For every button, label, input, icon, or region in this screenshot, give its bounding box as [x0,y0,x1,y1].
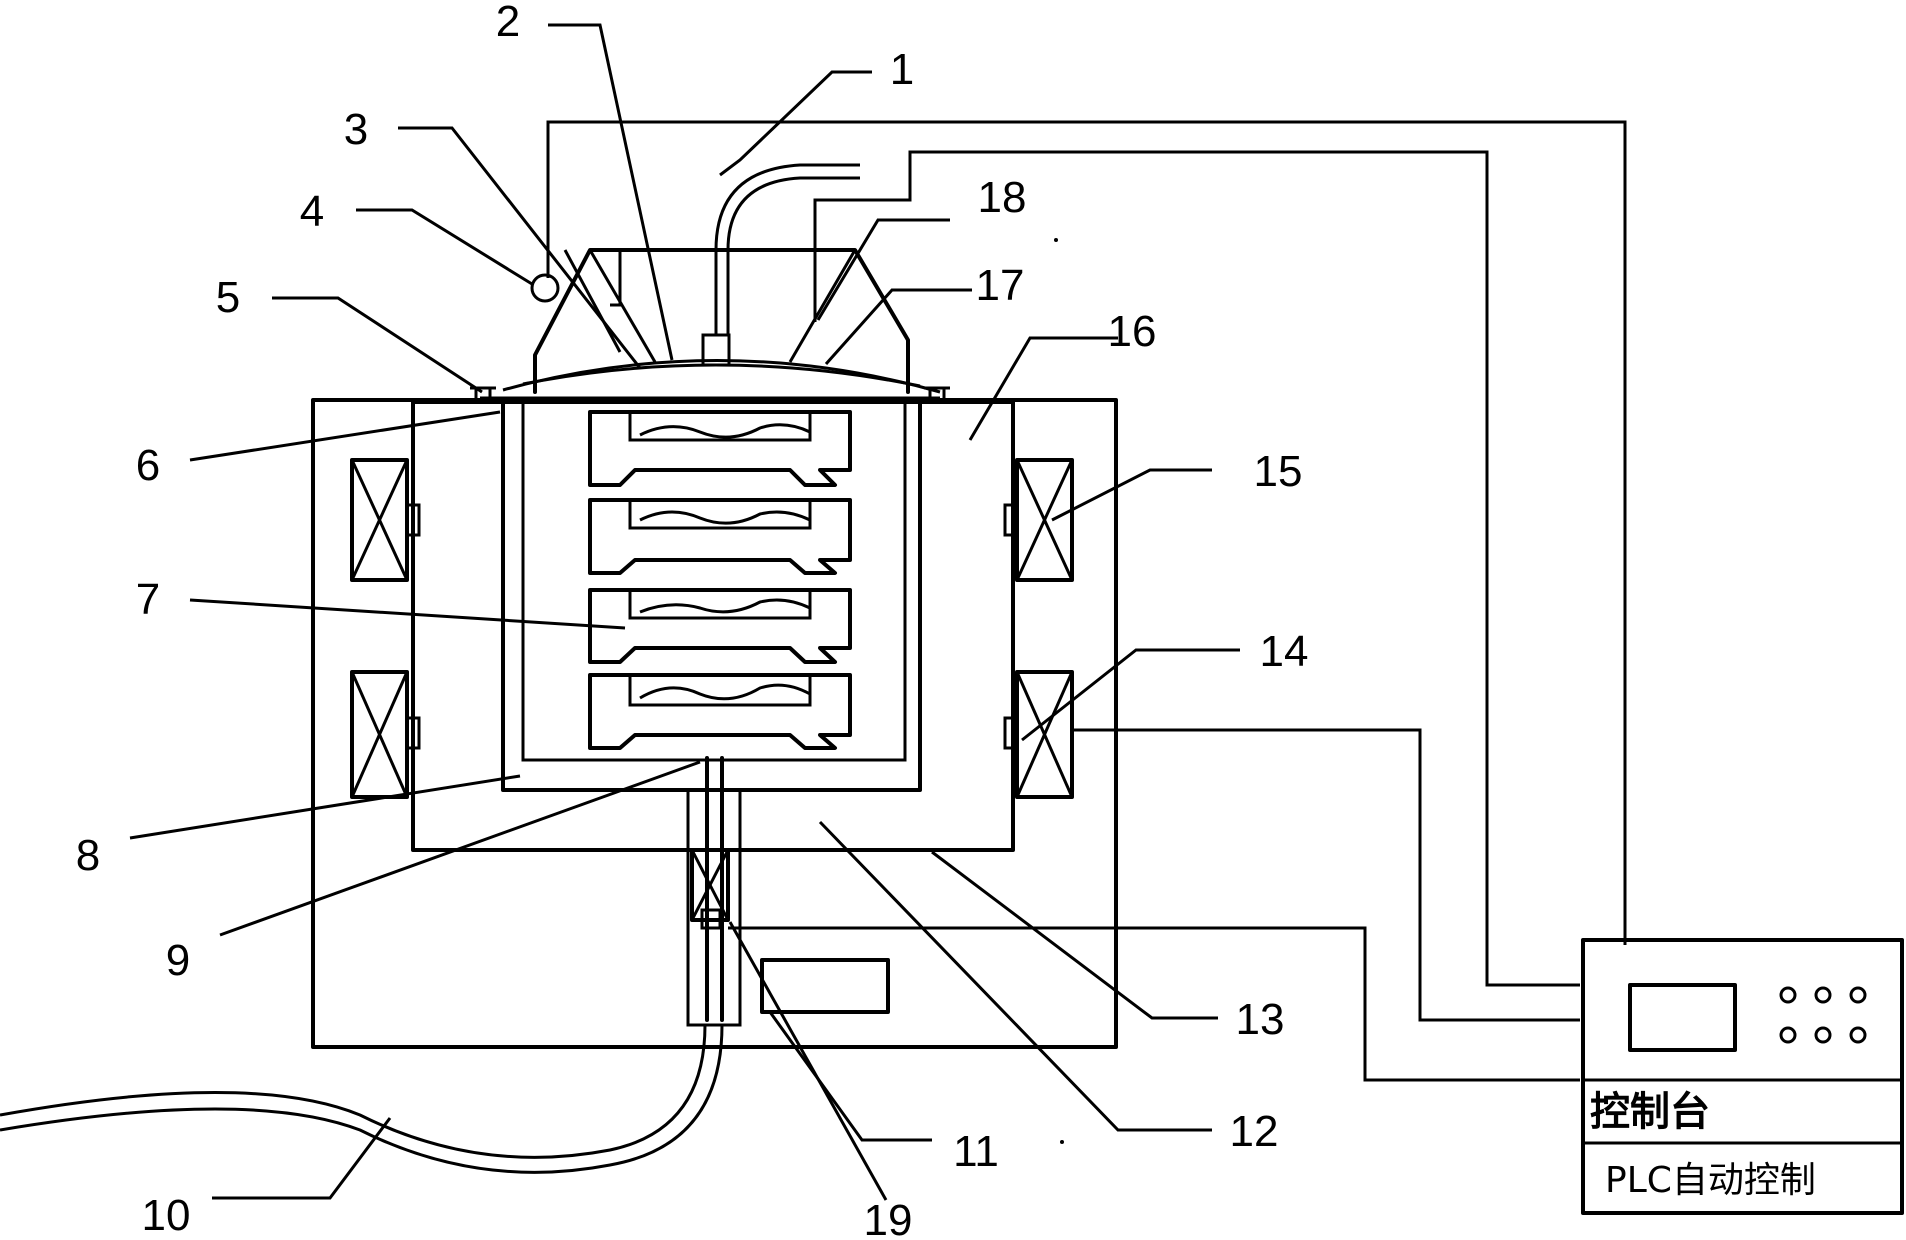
console-title: 控制台 [1590,1089,1710,1135]
inlet-pipe [714,163,860,335]
label-19: 19 [864,1196,913,1240]
label-9: 9 [166,936,190,985]
leader-5 [272,296,483,394]
leader-1 [719,70,872,177]
leader-19 [728,921,888,1201]
leader-2 [548,23,674,361]
outlet-hose-a [0,1024,707,1159]
leader-8 [129,774,521,840]
drain-sleeve [686,788,742,1027]
tray-1 [588,410,852,487]
inlet-nozzle [701,333,731,367]
outer-housing [311,398,1118,1049]
label-1: 1 [890,45,914,94]
leader-17 [824,288,972,365]
leader-13 [931,850,1218,1020]
hood-inner-left2 [563,249,622,353]
tray-4 [588,673,852,750]
leader-4 [356,208,533,286]
leader-15 [1051,468,1212,522]
label-6: 6 [136,441,160,490]
console-knob [1849,1026,1867,1044]
heater-left-top [350,458,421,582]
leader-18 [816,218,950,321]
label-17: 17 [976,261,1025,310]
drain-valve-body [690,848,730,922]
wire-hood [546,120,1627,945]
control-box-11 [760,958,890,1014]
label-4: 4 [300,187,324,236]
label-7: 7 [136,575,160,624]
label-15: 15 [1254,447,1303,496]
hood-inner-right [788,249,857,363]
label-18: 18 [978,173,1027,222]
wire-drain [728,926,1580,1082]
vessel-outer [501,400,922,792]
tray-2 [588,498,852,575]
console-subtitle: PLC自动控制 [1605,1160,1816,1201]
label-3: 3 [344,105,368,154]
label-8: 8 [76,831,100,880]
console-knob [1779,986,1797,1004]
wire-sensor18 [813,150,1580,987]
label-10: 10 [142,1191,191,1240]
console-knob [1814,1026,1832,1044]
leader-10 [212,1117,392,1200]
leader-6 [189,410,501,462]
console-display [1628,983,1737,1052]
lid-bolt-right [924,386,950,404]
control-console: 控制台 PLC自动控制 [1581,938,1904,1215]
console-knob [1779,1026,1797,1044]
console-knob [1849,986,1867,1004]
label-2: 2 [496,0,520,46]
hood-inner-left [588,249,657,363]
vessel-inner [521,402,907,762]
drain-sensor [700,908,722,930]
tray-3 [588,588,852,664]
leader-12 [818,820,1212,1132]
label-11: 11 [953,1127,999,1176]
outlet-hose-b [0,1024,724,1174]
heater-left-bottom [350,670,421,799]
leader-7 [189,598,626,630]
console-knob [1814,986,1832,1004]
lid-dome-inner [522,363,921,388]
leader-11 [768,1011,932,1142]
leader-9 [219,760,701,937]
hood-vent-pipe [610,248,622,307]
heater-right-top [1003,458,1074,582]
label-16: 16 [1108,307,1157,356]
hood-cover [533,248,910,394]
leader-16 [968,336,1118,441]
inlet-pipe-2 [726,176,860,335]
wire-heater [1072,728,1580,1022]
label-13: 13 [1236,995,1285,1044]
leader-3 [398,126,642,369]
heater-right-bottom [1003,670,1074,799]
label-14: 14 [1260,627,1309,676]
label-5: 5 [216,273,240,322]
label-12: 12 [1230,1107,1279,1156]
leader-14 [1021,648,1240,742]
valve-circle [530,273,560,303]
